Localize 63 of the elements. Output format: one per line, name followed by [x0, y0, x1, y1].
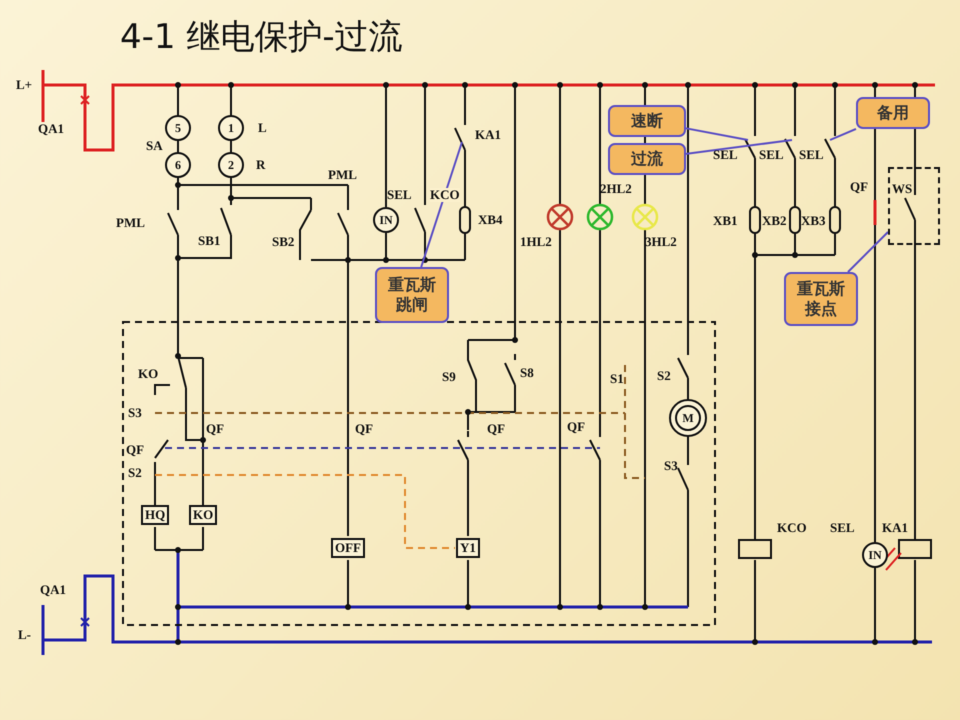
component-label: SB1: [198, 234, 220, 248]
component-label: QF: [487, 422, 506, 436]
terminal-label: IN: [862, 542, 888, 568]
component-label: QF: [206, 422, 224, 436]
terminal-label: 5: [165, 115, 191, 141]
leader-line: [847, 231, 889, 273]
component-label: SEL: [759, 148, 784, 162]
coil-label: HQ: [141, 505, 170, 525]
coil-label: Y1: [456, 538, 480, 558]
component-label: XB4: [478, 213, 503, 227]
component-label: SA: [146, 139, 163, 153]
component-label: S3: [664, 459, 678, 473]
component-label: SEL: [713, 148, 738, 162]
component-label: SEL: [387, 188, 412, 202]
component-label: S8: [520, 366, 534, 380]
component-label: S2: [128, 466, 142, 480]
component-label: S9: [442, 370, 456, 384]
leader-line: [420, 142, 463, 268]
component-label: SB2: [272, 235, 294, 249]
component-label: S2: [657, 369, 671, 383]
component-label: SEL: [830, 521, 855, 535]
relay-enclosure: WS: [888, 167, 940, 245]
leader-line: [830, 128, 856, 141]
component-label: PML: [328, 168, 357, 182]
component-label: QF: [850, 180, 868, 194]
component-label: 2HL2: [600, 182, 632, 196]
component-label: L: [258, 121, 267, 135]
component-label: PML: [116, 216, 145, 230]
component-label: XB3: [801, 214, 826, 228]
component-label: 3HL2: [645, 235, 677, 249]
component-label: L+: [16, 78, 32, 92]
component-label: QF: [567, 420, 586, 434]
page-title: 4-1 继电保护-过流: [120, 16, 403, 59]
terminal-label: IN: [373, 207, 399, 233]
component-label: KA1: [475, 128, 501, 142]
component-label: QA1: [38, 122, 64, 136]
terminal-label: 1: [218, 115, 244, 141]
callout-box: 重瓦斯跳闸: [375, 267, 449, 323]
callout-box: 过流: [608, 143, 686, 175]
callout-box: 重瓦斯接点: [784, 272, 858, 326]
component-label: XB1: [713, 214, 738, 228]
component-label: QF: [126, 443, 144, 457]
component-label: XB2: [762, 214, 787, 228]
component-label: S3: [128, 406, 142, 420]
component-label: KO: [138, 367, 158, 381]
component-label: QA1: [40, 583, 66, 597]
terminal-label: 2: [218, 152, 244, 178]
component-label: KCO: [777, 521, 807, 535]
coil-label: OFF: [331, 538, 365, 558]
callout-box: 速断: [608, 105, 686, 137]
component-label: SEL: [799, 148, 824, 162]
leader-line: [686, 127, 748, 141]
component-label: R: [256, 158, 266, 172]
component-label: 1HL2: [520, 235, 552, 249]
component-label: KA1: [882, 521, 908, 535]
component-label: S1: [610, 372, 624, 386]
callout-box: 备用: [856, 97, 930, 129]
component-label: QF: [355, 422, 374, 436]
terminal-label: 6: [165, 152, 191, 178]
component-label: KCO: [430, 188, 460, 202]
leader-line: [686, 139, 792, 155]
component-label: L-: [18, 628, 31, 642]
coil-label: KO: [189, 505, 218, 525]
